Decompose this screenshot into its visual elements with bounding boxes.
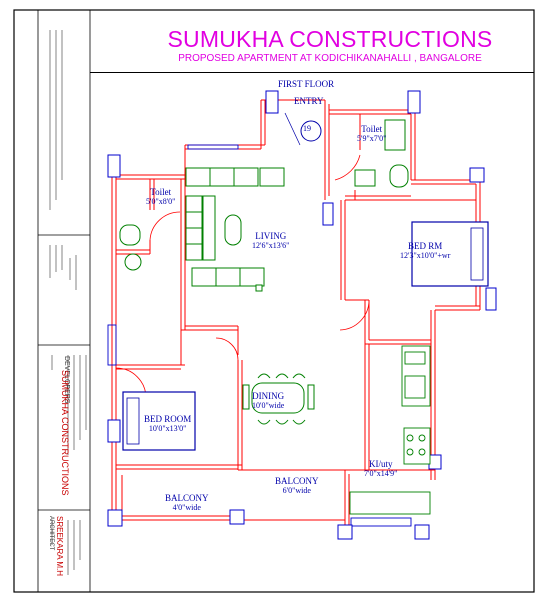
living-label: LIVING 12'6"x13'6" xyxy=(252,231,290,250)
dining-furniture xyxy=(242,373,315,425)
kitchen-counters xyxy=(349,345,431,515)
stair-number: 19 xyxy=(303,124,311,133)
architect-name: SREEKARA M.H xyxy=(55,516,64,577)
kitchen-label: KI/uty 7'0"x14'9" xyxy=(364,459,398,478)
bed-room-label: BED ROOM 10'0"x13'0" xyxy=(144,414,192,433)
entry-label: ENTRY xyxy=(294,96,324,106)
developer-name: SUMUKHA CONSTRUCTIONS xyxy=(60,370,70,496)
project-subtitle: PROPOSED APARTMENT AT KODICHIKANAHALLI ,… xyxy=(178,53,482,64)
sheet-border xyxy=(13,9,535,593)
balcony-left-label: BALCONY 4'0"wide xyxy=(165,493,209,512)
toilet-fixtures xyxy=(119,119,409,271)
living-furniture xyxy=(185,167,285,292)
balcony-mid-label: BALCONY 6'0"wide xyxy=(275,476,319,495)
architect-label: ARCHITECT xyxy=(48,516,54,551)
bed-rm-label: BED RM 12'3"x10'0"+wr xyxy=(400,241,451,260)
title-divider xyxy=(90,72,534,73)
walls xyxy=(111,99,481,525)
windows xyxy=(107,144,412,527)
toilet-top-label: Toilet 5'9"x7'0" xyxy=(357,124,387,143)
bed-room-furniture xyxy=(122,391,196,451)
dining-label: DINING 10'0"wide xyxy=(252,391,285,410)
stair-marker xyxy=(284,112,322,146)
bed-rm-furniture xyxy=(411,221,489,287)
title-block-notes xyxy=(49,30,87,575)
columns xyxy=(107,90,497,540)
company-title: SUMUKHA CONSTRUCTIONS xyxy=(167,26,493,52)
toilet-left-label: Toilet 5'0"x8'0" xyxy=(146,187,176,206)
floor-label: FIRST FLOOR xyxy=(278,79,335,89)
